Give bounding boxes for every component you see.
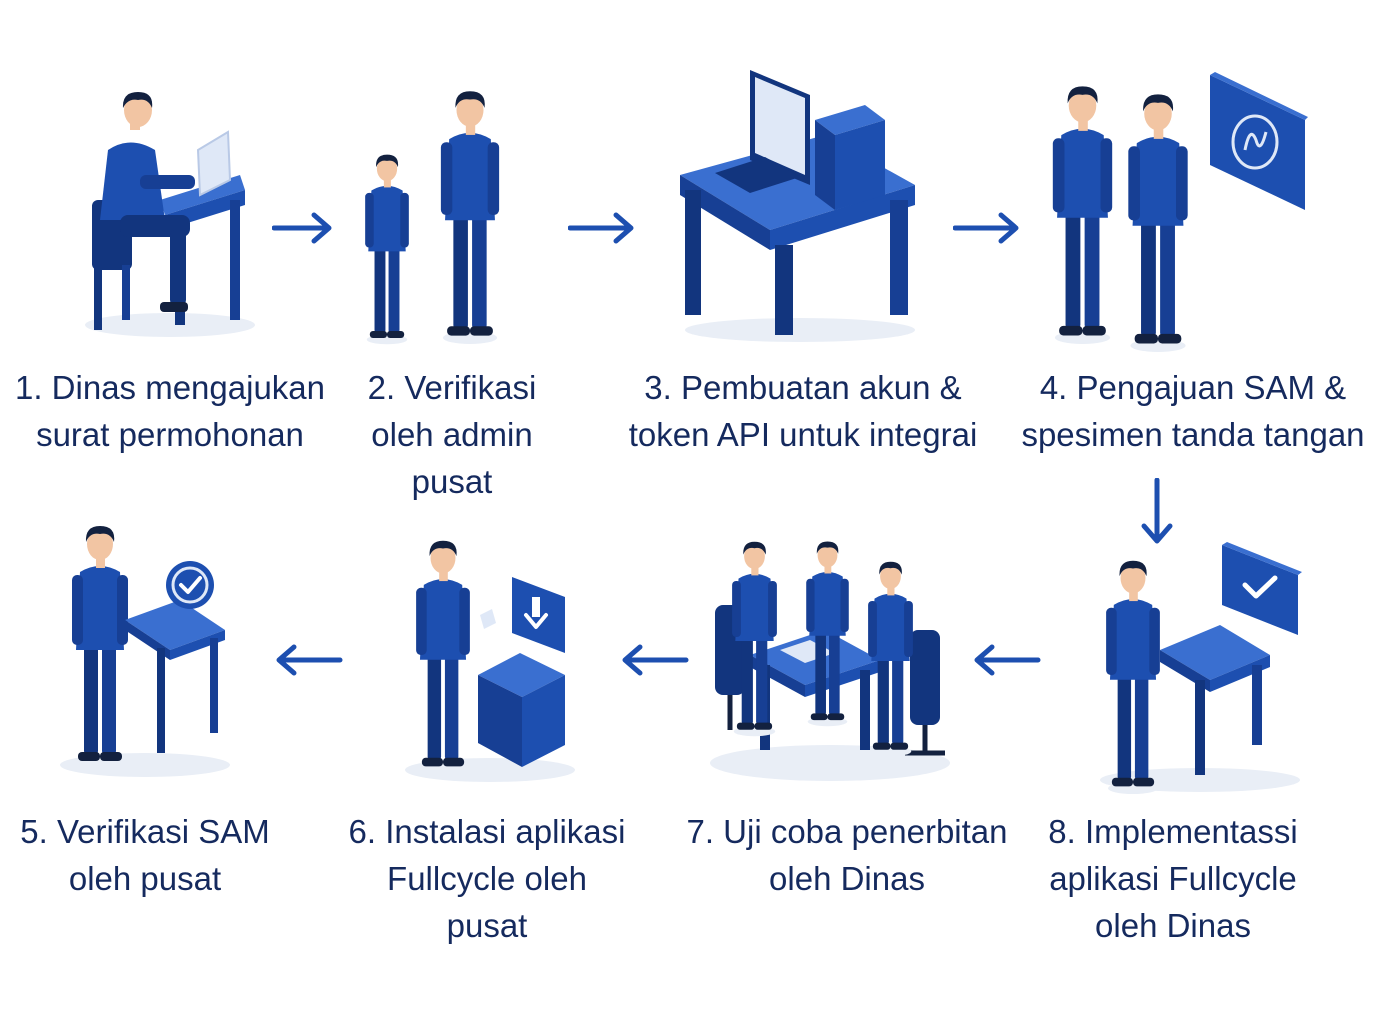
admin-verification-icon xyxy=(365,91,500,345)
implementation-check-icon xyxy=(1100,542,1302,795)
step-6-illustration xyxy=(400,535,580,785)
caption-line: oleh Dinas xyxy=(1095,907,1251,944)
step-8-illustration xyxy=(1090,540,1310,795)
step-8-caption: 8. Implementassi aplikasi Fullcycle oleh… xyxy=(1018,808,1328,949)
caption-line: oleh pusat xyxy=(68,860,222,897)
caption-line: oleh admin xyxy=(371,416,533,453)
step-4-illustration xyxy=(1050,70,1310,355)
step-1-caption: 1. Dinas mengajukan surat permohonan xyxy=(10,364,330,458)
caption-line: pusat xyxy=(446,907,528,944)
desktop-computer-icon xyxy=(680,70,915,342)
install-download-icon xyxy=(405,540,575,782)
verified-check-icon xyxy=(60,526,230,777)
caption-line: token API untuk integrai xyxy=(628,416,978,453)
caption-line: 7. Uji coba penerbitan xyxy=(686,813,1008,850)
step-4-caption: 4. Pengajuan SAM & spesimen tanda tangan xyxy=(1012,364,1374,458)
arrow-right-icon xyxy=(568,212,634,244)
step-2-illustration xyxy=(355,80,515,350)
person-at-laptop-icon xyxy=(85,92,255,337)
arrow-left-icon xyxy=(622,644,689,676)
caption-line: 6. Instalasi aplikasi xyxy=(348,813,626,850)
step-3-illustration xyxy=(675,65,920,345)
caption-line: 8. Implementassi xyxy=(1048,813,1298,850)
step-6-caption: 6. Instalasi aplikasi Fullcycle oleh pus… xyxy=(332,808,642,949)
caption-line: pusat xyxy=(411,463,493,500)
step-7-caption: 7. Uji coba penerbitan oleh Dinas xyxy=(672,808,1022,902)
signature-screen-icon xyxy=(1052,72,1308,352)
step-1-illustration xyxy=(80,80,260,340)
arrow-left-icon xyxy=(276,644,343,676)
caption-line: Fullcycle oleh xyxy=(387,860,587,897)
caption-line: 1. Dinas mengajukan xyxy=(14,369,326,406)
arrow-right-icon xyxy=(272,212,332,244)
step-7-illustration xyxy=(705,535,955,785)
arrow-left-icon xyxy=(974,644,1041,676)
step-2-caption: 2. Verifikasi oleh admin pusat xyxy=(352,364,552,505)
arrow-right-icon xyxy=(953,212,1019,244)
step-3-caption: 3. Pembuatan akun & token API untuk inte… xyxy=(618,364,988,458)
caption-line: 4. Pengajuan SAM & xyxy=(1039,369,1347,406)
caption-line: aplikasi Fullcycle xyxy=(1049,860,1297,897)
step-5-illustration xyxy=(50,520,250,780)
caption-line: 3. Pembuatan akun & xyxy=(644,369,962,406)
caption-line: spesimen tanda tangan xyxy=(1021,416,1365,453)
caption-line: oleh Dinas xyxy=(769,860,925,897)
arrow-down-icon xyxy=(1141,478,1173,544)
caption-line: 2. Verifikasi xyxy=(367,369,537,406)
caption-line: surat permohonan xyxy=(36,416,304,453)
step-5-caption: 5. Verifikasi SAM oleh pusat xyxy=(0,808,290,902)
caption-line: 5. Verifikasi SAM xyxy=(20,813,270,850)
team-meeting-icon xyxy=(710,541,950,781)
